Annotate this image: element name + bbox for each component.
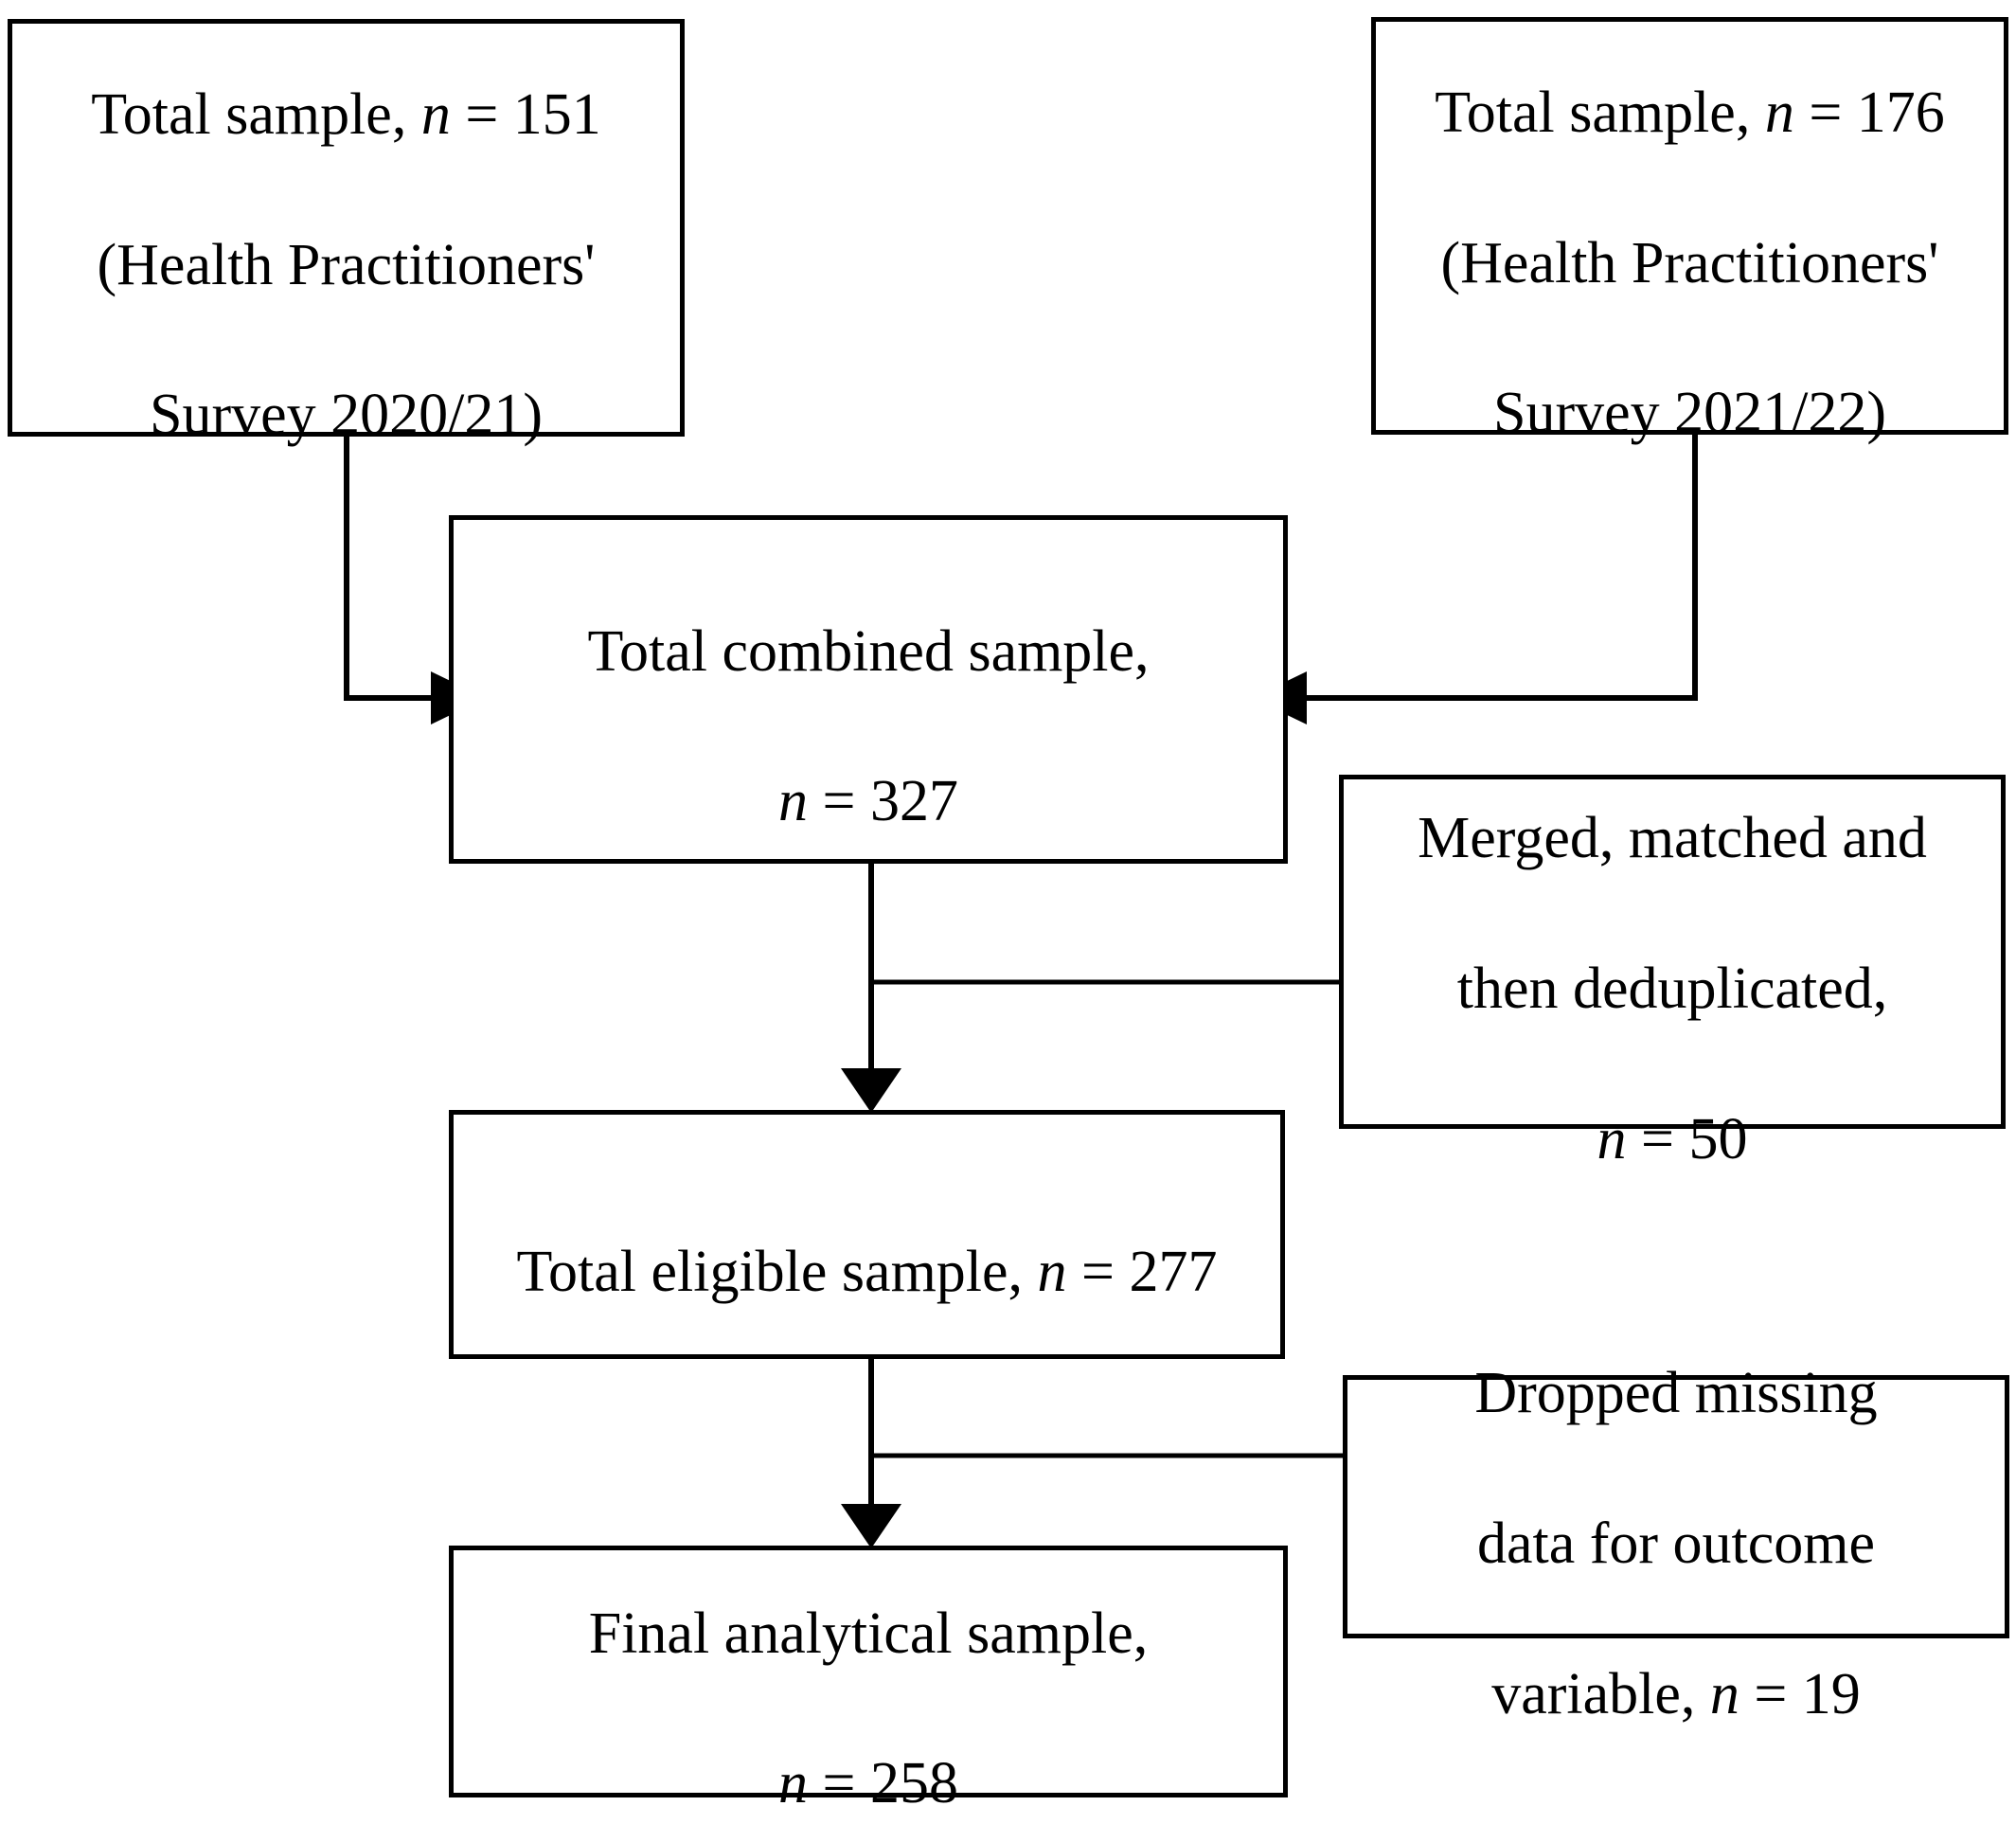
connector-survey-2021-to-combined <box>1252 434 1698 724</box>
label-suffix: = 176 <box>1793 80 1945 145</box>
label-line2: then deduplicated, <box>1456 957 1888 1021</box>
connector-combined-to-eligible <box>841 864 901 1113</box>
label-line3: Survey 2020/21) <box>149 383 543 448</box>
label-line2: (Health Practitioners' <box>97 232 596 297</box>
label-prefix: Total sample, <box>1435 80 1765 145</box>
label-line3: Survey 2021/22) <box>1492 381 1886 446</box>
label-prefix: Total sample, <box>91 81 421 147</box>
box-total-sample-2021: Total sample, n = 176 (Health Practition… <box>1371 17 2008 445</box>
label-prefix: Total eligible sample, <box>516 1239 1038 1304</box>
label-line1: Dropped missing <box>1474 1361 1878 1426</box>
label-n-italic: n <box>1764 80 1794 145</box>
label-n-italic: n <box>778 1751 808 1816</box>
label-line1: Total combined sample, <box>587 618 1150 684</box>
label-suffix: = 50 <box>1626 1106 1748 1171</box>
label-suffix: = 277 <box>1066 1239 1218 1304</box>
label-suffix: = 151 <box>450 81 601 147</box>
label-suffix: = 19 <box>1739 1661 1861 1726</box>
box-total-eligible-sample: Total eligible sample, n = 277 <box>449 1110 1285 1359</box>
box-total-combined-sample-text: Total combined sample, n = 327 <box>570 539 1166 839</box>
box-total-sample-2021-text: Total sample, n = 176 (Health Practition… <box>1418 0 1962 451</box>
box-total-eligible-sample-text: Total eligible sample, n = 277 <box>499 1159 1234 1310</box>
label-line2: data for outcome <box>1476 1511 1876 1576</box>
label-prefix: variable, <box>1491 1661 1710 1726</box>
label-n-italic: n <box>1037 1239 1067 1304</box>
box-total-sample-2020: Total sample, n = 151 (Health Practition… <box>8 19 685 447</box>
label-n-italic: n <box>778 769 809 834</box>
label-suffix: = 327 <box>808 769 958 834</box>
box-merged-deduplicated-text: Merged, matched and then deduplicated, n… <box>1400 726 1944 1177</box>
box-dropped-missing-data: Dropped missing data for outcome variabl… <box>1343 1361 2009 1726</box>
arrowhead-down-icon <box>841 1068 901 1113</box>
connector-eligible-to-final <box>841 1359 901 1548</box>
box-final-analytical-sample-text: Final analytical sample, n = 258 <box>572 1521 1166 1821</box>
label-line2: (Health Practitioners' <box>1440 230 1939 295</box>
box-dropped-missing-data-text: Dropped missing data for outcome variabl… <box>1457 1281 1894 1732</box>
label-n-italic: n <box>420 81 451 147</box>
label-n-italic: n <box>1709 1661 1739 1726</box>
label-line1: Final analytical sample, <box>588 1600 1149 1666</box>
box-total-sample-2020-text: Total sample, n = 151 (Health Practition… <box>74 2 618 453</box>
box-final-analytical-sample: Final analytical sample, n = 258 <box>449 1546 1288 1815</box>
label-suffix: = 258 <box>808 1751 958 1816</box>
box-merged-deduplicated: Merged, matched and then deduplicated, n… <box>1339 775 2006 1171</box>
label-line1: Merged, matched and <box>1418 806 1927 871</box>
box-total-combined-sample: Total combined sample, n = 327 <box>449 515 1288 864</box>
label-n-italic: n <box>1597 1106 1627 1171</box>
